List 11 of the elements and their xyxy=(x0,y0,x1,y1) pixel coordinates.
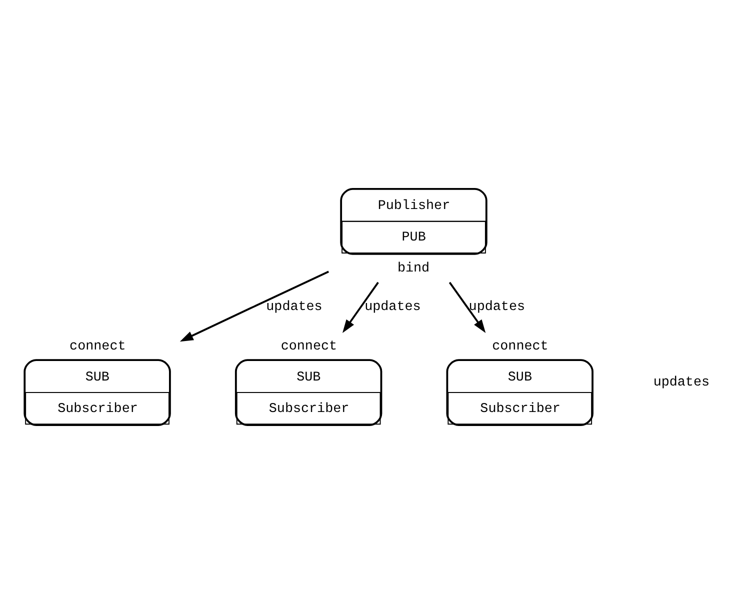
label: updates xyxy=(653,375,710,390)
node-label: connect xyxy=(280,339,338,354)
edge-label: updates xyxy=(266,300,322,315)
node-label: bind xyxy=(397,260,430,276)
edge-label: updates xyxy=(468,300,526,315)
node-label: connect xyxy=(492,339,548,354)
edge-label: updates xyxy=(364,300,421,315)
node-label: connect xyxy=(70,339,126,354)
arrow xyxy=(448,281,486,332)
arrow xyxy=(342,281,379,332)
arrow xyxy=(180,270,329,342)
